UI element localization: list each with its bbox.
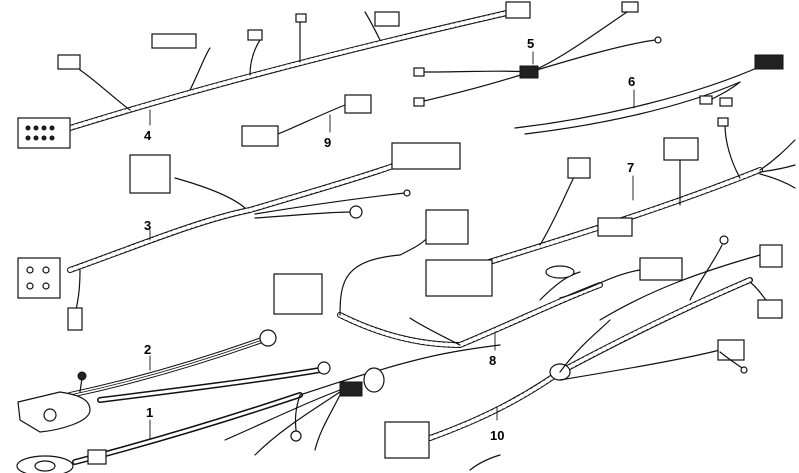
terminal-icon [717, 117, 729, 127]
ring-terminal-icon [290, 430, 302, 442]
round-plug-icon [717, 339, 745, 361]
square-socket-icon [273, 273, 323, 315]
small-plug-icon [57, 54, 81, 70]
part-label-8: 8 [489, 353, 496, 368]
battery-cable-2[interactable]: 2 [17, 329, 331, 433]
harness-5[interactable]: 5 [413, 1, 662, 107]
round-plug-icon [759, 244, 783, 268]
harness-7[interactable]: 7 [425, 117, 796, 297]
relay-plug-icon [663, 137, 699, 161]
harness-6[interactable]: 6 [514, 54, 784, 135]
connector-pins [25, 125, 55, 141]
part-label-7: 7 [627, 160, 634, 175]
harness-9[interactable]: 9 [241, 94, 372, 150]
multi-pin-connector-icon [17, 117, 71, 149]
connector-icon [241, 125, 279, 147]
bolt-icon [77, 371, 87, 381]
part-label-6: 6 [628, 74, 635, 89]
part-label-5: 5 [527, 36, 534, 51]
small-plug-icon [374, 11, 400, 27]
flat-connector-icon [151, 33, 197, 49]
connector-icon [344, 94, 372, 114]
terminal-icon [621, 1, 639, 13]
terminal-icon [413, 67, 425, 77]
bulb-socket-icon [545, 265, 575, 279]
splice-sleeve-icon [519, 65, 539, 79]
part-label-3: 3 [144, 218, 151, 233]
harness-8[interactable]: 8 [273, 209, 683, 368]
terminal-icon [699, 95, 713, 105]
terminal-icon [413, 97, 425, 107]
flat-connector-icon [639, 257, 683, 281]
blade-terminal-icon [67, 307, 83, 331]
block-connector-icon [425, 259, 493, 297]
clamp-bolt-icon [87, 449, 107, 465]
harness-3[interactable]: 3 [17, 142, 461, 331]
square-socket-icon [425, 209, 469, 245]
part-label-1: 1 [146, 405, 153, 420]
end-connector-icon [505, 1, 531, 19]
terminal-icon [719, 97, 733, 107]
inline-connector-icon [597, 217, 633, 237]
connector-pins [26, 266, 50, 290]
harness-10[interactable]: 10 [384, 235, 783, 471]
splice-sleeve-icon [339, 381, 363, 397]
part-label-10: 10 [490, 428, 504, 443]
ring-terminal-icon [259, 329, 277, 347]
ring-terminal-icon [317, 361, 331, 375]
part-label-9: 9 [324, 135, 331, 150]
multi-pin-connector-icon [384, 421, 430, 459]
relay-plug-icon [567, 157, 591, 179]
part-label-2: 2 [144, 342, 151, 357]
harness-4[interactable]: 4 [17, 1, 531, 149]
long-connector-icon [391, 142, 461, 170]
grommet-assembly[interactable] [224, 344, 501, 456]
end-plug-icon [754, 54, 784, 70]
rubber-grommet-icon [363, 367, 385, 393]
part-label-4: 4 [144, 128, 152, 143]
bullet-plug-icon [247, 29, 263, 41]
ring-terminal-icon [719, 235, 729, 245]
relay-socket-icon [129, 154, 171, 194]
angled-plug-icon [757, 299, 783, 319]
ring-terminal-icon [349, 205, 363, 219]
terminal-icon [295, 13, 307, 23]
square-connector-icon [17, 257, 61, 299]
battery-cable-1[interactable]: 1 [16, 392, 303, 473]
